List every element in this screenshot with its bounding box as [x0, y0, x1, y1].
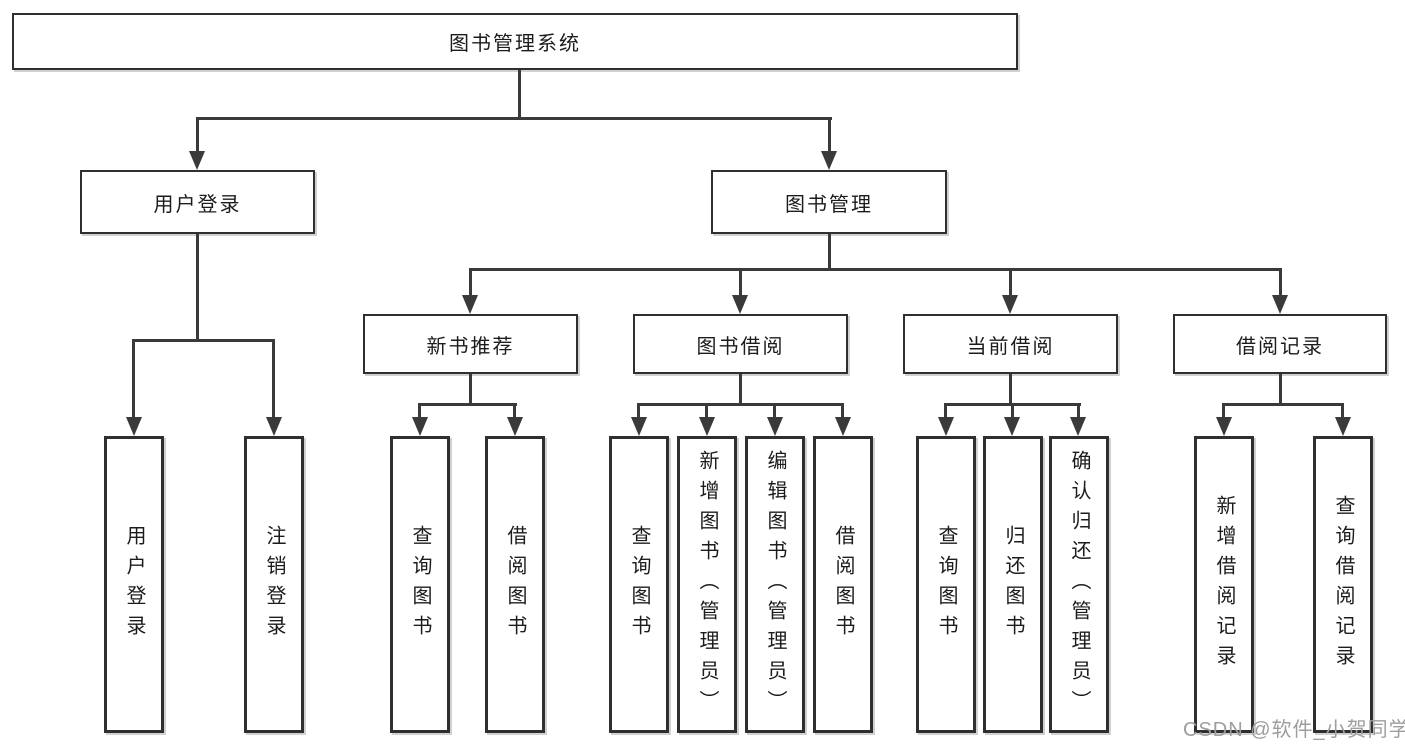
node-leaf-records-add-record: 新增借阅记录	[1194, 436, 1254, 733]
connector-line	[1011, 403, 1014, 419]
node-leaf-borrowing-query-books: 查询图书	[609, 436, 669, 733]
connector-line	[196, 234, 199, 341]
node-current-borrowing: 当前借阅	[903, 314, 1118, 374]
connector-line	[1222, 403, 1225, 419]
arrow-down-icon	[1272, 295, 1288, 314]
connector-line	[739, 268, 742, 297]
connector-line	[469, 374, 472, 405]
connector-line	[739, 374, 742, 405]
connector-line	[132, 339, 135, 419]
connector-line	[637, 403, 844, 406]
node-book-management: 图书管理	[711, 170, 947, 234]
node-leaf-records-query-record: 查询借阅记录	[1313, 436, 1373, 733]
connector-line	[418, 403, 421, 419]
node-book-borrowing: 图书借阅	[633, 314, 848, 374]
node-library-system: 图书管理系统	[12, 13, 1018, 70]
node-leaf-borrowing-add-books: 新增图书（管理员）	[677, 436, 737, 733]
arrow-down-icon	[631, 417, 647, 436]
node-leaf-current-return-books: 归还图书	[983, 436, 1043, 733]
connector-line	[1009, 374, 1012, 405]
connector-line	[196, 117, 199, 153]
connector-line	[1077, 403, 1080, 419]
arrow-down-icon	[1002, 295, 1018, 314]
connector-line	[1222, 403, 1344, 406]
connector-line	[272, 339, 275, 419]
node-user-login: 用户登录	[80, 170, 315, 234]
connector-line	[1009, 268, 1012, 297]
connector-line	[469, 268, 472, 297]
connector-line	[828, 117, 831, 153]
node-leaf-recommend-query-books: 查询图书	[390, 436, 450, 733]
arrow-down-icon	[732, 295, 748, 314]
arrow-down-icon	[189, 151, 205, 170]
connector-line	[841, 403, 844, 419]
connector-line	[944, 403, 947, 419]
watermark: CSDN @软件_小贺同学	[1183, 719, 1405, 741]
arrow-down-icon	[126, 417, 142, 436]
arrow-down-icon	[462, 295, 478, 314]
node-new-book-recommend: 新书推荐	[363, 314, 578, 374]
connector-line	[196, 117, 832, 120]
arrow-down-icon	[1070, 417, 1086, 436]
arrow-down-icon	[412, 417, 428, 436]
node-leaf-current-confirm-return: 确认归还（管理员）	[1049, 436, 1109, 733]
arrow-down-icon	[1335, 417, 1351, 436]
arrow-down-icon	[767, 417, 783, 436]
arrow-down-icon	[699, 417, 715, 436]
arrow-down-icon	[938, 417, 954, 436]
connector-line	[773, 403, 776, 419]
connector-line	[828, 234, 831, 270]
arrow-down-icon	[821, 151, 837, 170]
connector-line	[513, 403, 516, 419]
connector-line	[418, 403, 517, 406]
node-borrowing-records: 借阅记录	[1173, 314, 1387, 374]
node-leaf-borrowing-edit-books: 编辑图书（管理员）	[745, 436, 805, 733]
node-leaf-current-query-books: 查询图书	[916, 436, 976, 733]
connector-line	[1279, 268, 1282, 297]
arrow-down-icon	[266, 417, 282, 436]
node-leaf-recommend-borrow-books: 借阅图书	[485, 436, 545, 733]
connector-line	[469, 268, 1282, 271]
node-leaf-borrowing-borrow-books: 借阅图书	[813, 436, 873, 733]
node-leaf-user-login: 用户登录	[104, 436, 164, 733]
node-leaf-logout: 注销登录	[244, 436, 304, 733]
connector-line	[1279, 374, 1282, 405]
connector-line	[705, 403, 708, 419]
arrow-down-icon	[507, 417, 523, 436]
connector-line	[518, 70, 521, 118]
connector-line	[637, 403, 640, 419]
connector-line	[1341, 403, 1344, 419]
connector-line	[132, 339, 275, 342]
arrow-down-icon	[1004, 417, 1020, 436]
arrow-down-icon	[835, 417, 851, 436]
arrow-down-icon	[1216, 417, 1232, 436]
